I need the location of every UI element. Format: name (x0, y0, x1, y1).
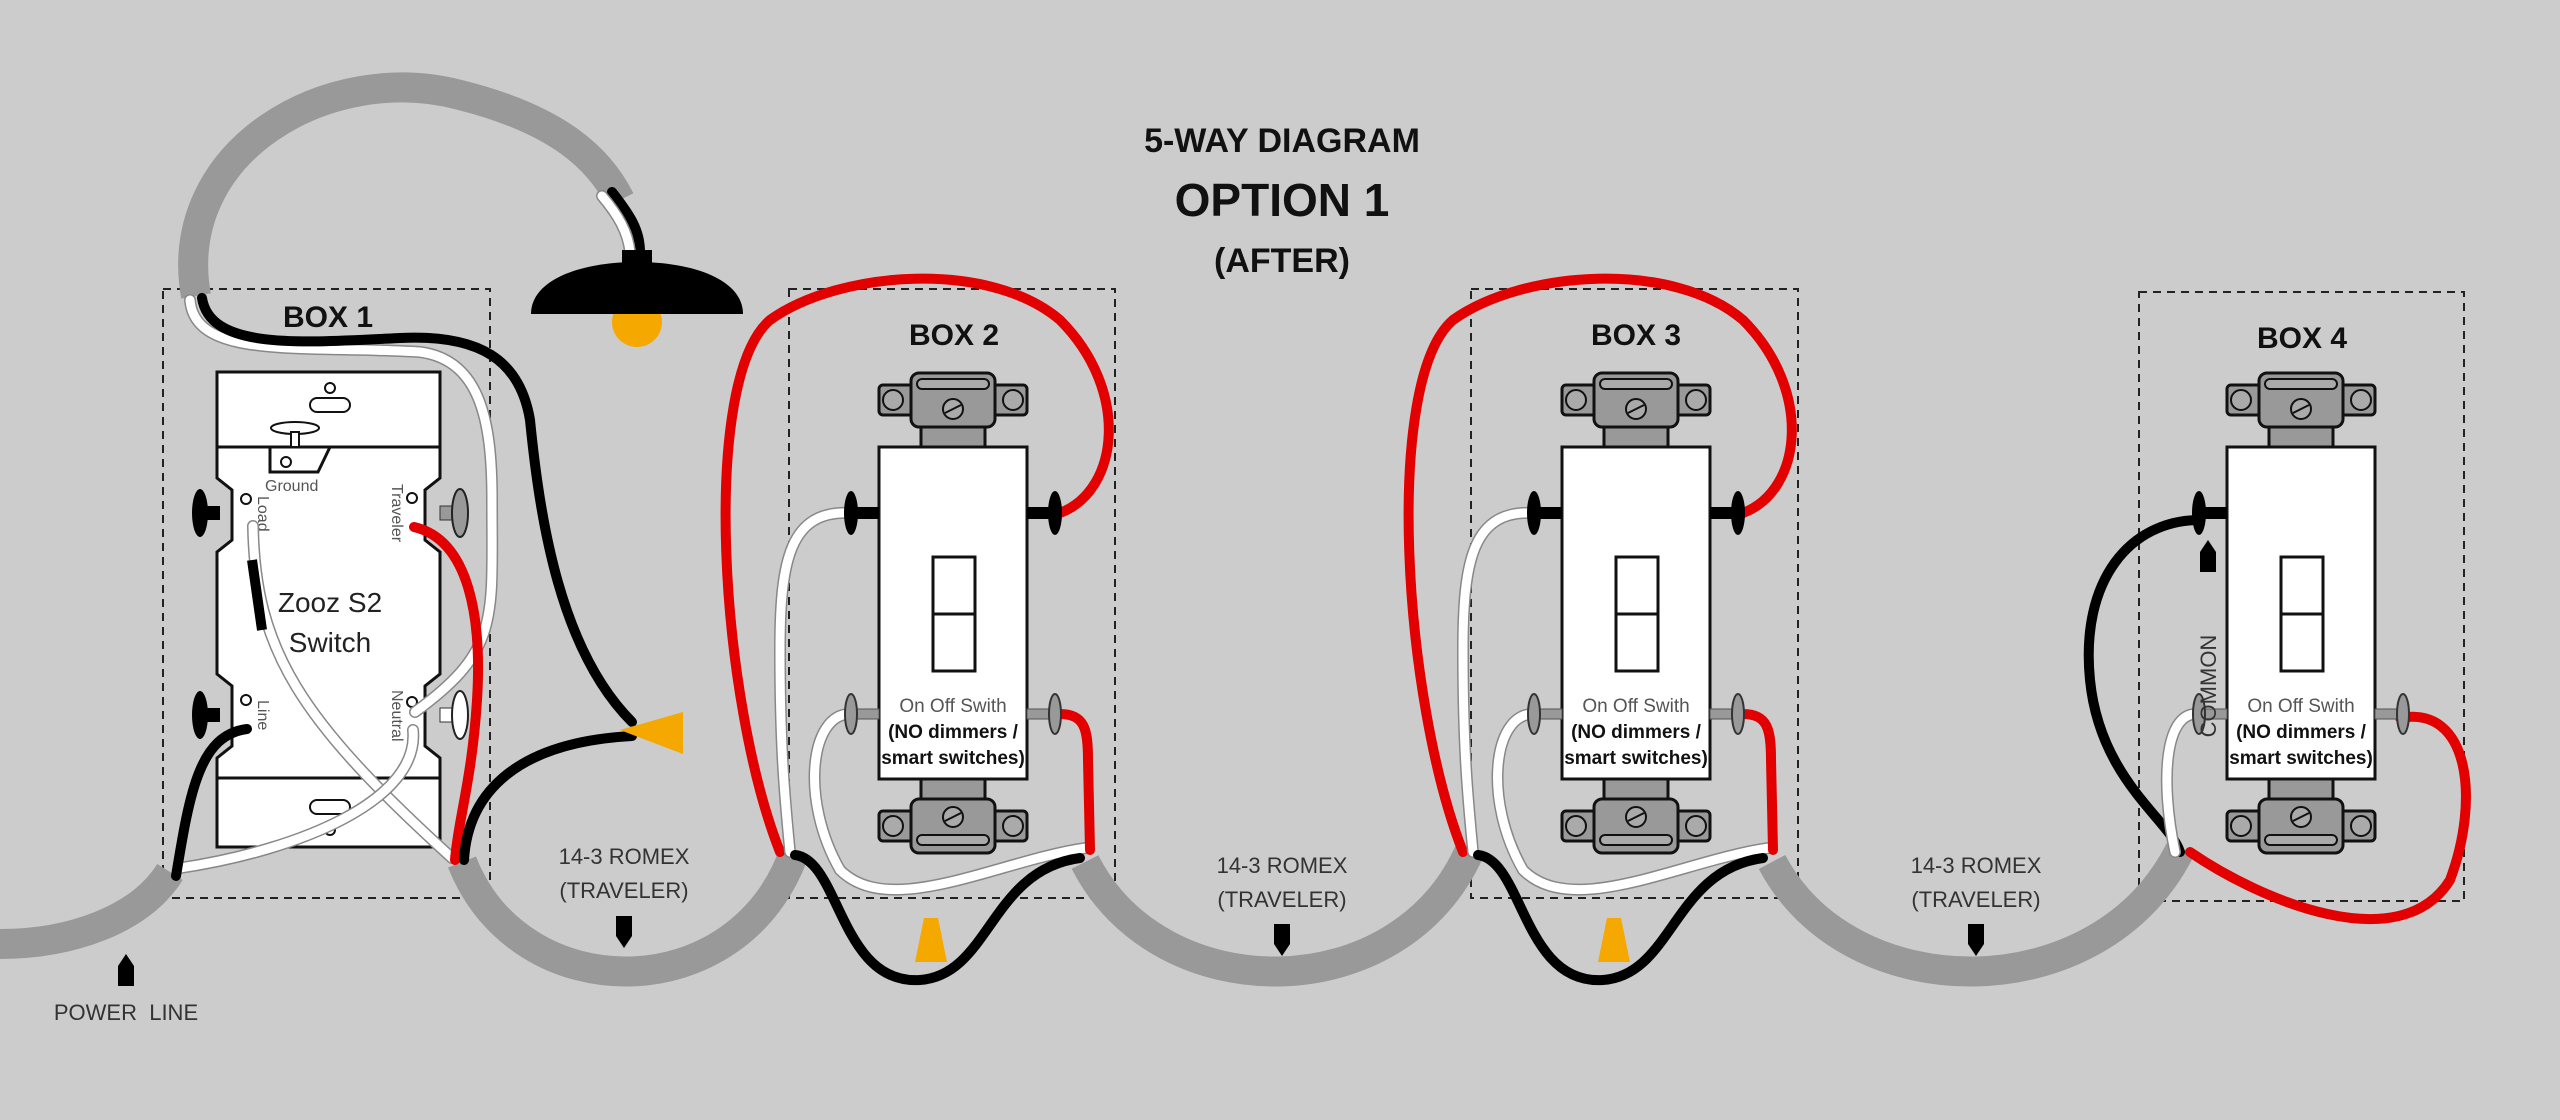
load-terminal-label: Load (254, 496, 271, 532)
switch-warning-line1: (NO dimmers / (2236, 722, 2367, 743)
box-2-switch: On Off Swith (NO dimmers / smart switche… (844, 371, 1062, 855)
wire-nut (915, 918, 947, 962)
cable-1-type: (TRAVELER) (559, 878, 688, 903)
box-4-wires (2083, 515, 2471, 925)
cable-3-label: 14-3 ROMEX (1911, 853, 2042, 878)
box-4-switch: On Off Swith (NO dimmers / smart switche… (2192, 371, 2410, 855)
box-3-switch: On Off Swith (NO dimmers / smart switche… (1527, 371, 1745, 855)
line-terminal-label: Line (254, 700, 271, 730)
neutral-terminal-label: Neutral (388, 690, 405, 742)
switch-name-line1: Zooz S2 (278, 587, 382, 618)
box-3-wires (1403, 273, 1797, 986)
box-3-outline (1470, 288, 1799, 899)
diagram-option: OPTION 1 (1175, 174, 1390, 226)
switch-warning-line2: smart switches) (881, 748, 1025, 769)
switch-warning-line2: smart switches) (1564, 748, 1708, 769)
switch-type-label: On Off Swith (899, 696, 1006, 717)
diagram-title: 5-WAY DIAGRAM (1144, 122, 1420, 160)
common-label: COMMON (2196, 635, 2221, 738)
zooz-s2-switch: Ground Load Traveler Line Neutral Zooz S… (192, 370, 469, 849)
box-4-label: BOX 4 (2257, 322, 2347, 355)
wire-nut (620, 712, 683, 754)
cable-3-type: (TRAVELER) (1911, 887, 2040, 912)
diagram-subtitle: (AFTER) (1214, 242, 1350, 280)
power-line-label: POWER LINE (54, 1000, 198, 1025)
box-3-label: BOX 3 (1591, 319, 1681, 352)
switch-type-label: On Off Swith (1582, 696, 1689, 717)
switch-warning-line2: smart switches) (2229, 748, 2373, 769)
arrow-up-icon (2200, 540, 2216, 572)
box-2-outline (788, 288, 1116, 899)
switch-warning-line1: (NO dimmers / (888, 722, 1019, 743)
arrow-down-icon (616, 916, 632, 948)
box-1-label: BOX 1 (283, 301, 373, 334)
switch-type-label: On Off Swith (2247, 696, 2354, 717)
light-fixture (531, 187, 743, 347)
switch-warning-line1: (NO dimmers / (1571, 722, 1702, 743)
switch-name-line2: Switch (289, 627, 371, 658)
arrow-up-icon (118, 954, 134, 986)
cable-1-label: 14-3 ROMEX (559, 844, 690, 869)
cable-2-type: (TRAVELER) (1217, 887, 1346, 912)
cables (0, 72, 2194, 987)
wire-nut (1598, 918, 1630, 962)
arrow-down-icon (1274, 924, 1290, 956)
ground-terminal-label: Ground (265, 478, 318, 495)
cable-2-label: 14-3 ROMEX (1217, 853, 1348, 878)
box-2-label: BOX 2 (909, 319, 999, 352)
box-4-outline (2138, 291, 2465, 902)
arrow-down-icon (1968, 924, 1984, 956)
traveler-terminal-label: Traveler (388, 484, 405, 543)
box-1-wires (171, 293, 683, 881)
box-2-wires (720, 273, 1114, 986)
